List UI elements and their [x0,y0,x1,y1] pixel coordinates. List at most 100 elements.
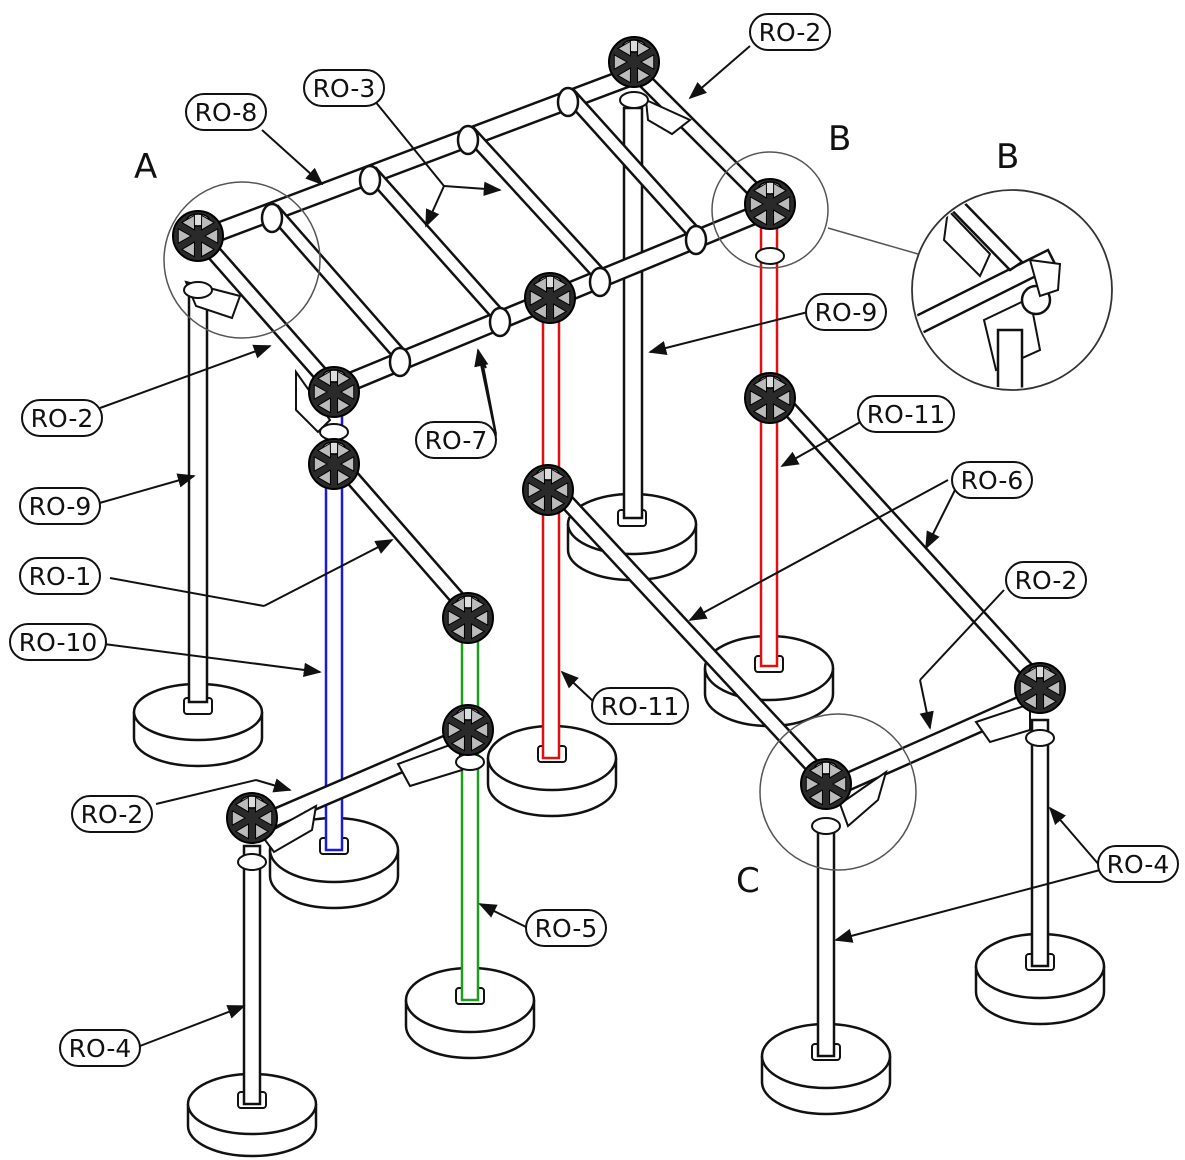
pole-front-center [816,824,836,1058]
leader-ro1-arrow [263,539,394,607]
ball-joint [744,372,796,424]
detail-b-enlarged [911,189,1113,391]
ball-joint [608,36,660,88]
leader-ro2-right [919,589,1005,681]
leader-ro9-right [648,311,809,356]
bracket-right-front [974,702,1031,744]
leader-ro9-left [95,473,196,505]
callout-label: RO-10 [19,628,98,657]
callout-ro5: RO-5 [525,909,607,947]
clamp [811,817,841,835]
clamp [319,423,349,441]
callout-ro11-right: RO-11 [857,395,955,433]
ball-joint [442,704,494,756]
tube-rung-2 [361,166,509,322]
ring [488,306,512,338]
ball-joint [172,210,224,262]
section-letters: A B B C [134,119,1019,901]
detail-leader-b [827,227,919,255]
callout-ro2-right: RO-2 [1005,561,1087,599]
leader-ro4-right-a [1048,806,1101,867]
bracket-rear [644,98,692,136]
detail-circles [163,151,919,871]
callout-label: RO-1 [29,562,92,591]
pole-red-center [541,308,561,760]
callout-label: RO-2 [759,18,822,47]
clamp [1025,729,1055,747]
leader-ro2-left [99,344,272,409]
leader-ro4-left [139,1005,246,1047]
leader-ro2-bottom-b [255,778,292,793]
leader-ro2-top [688,45,751,100]
ball-joint [522,464,574,516]
ball-joint [226,792,278,844]
ball-joint [308,438,360,490]
callout-label: RO-9 [815,298,878,327]
callout-label: RO-9 [29,492,92,521]
pole-red-right [759,224,779,668]
leader-ro11-right [780,419,865,467]
ring [456,124,480,156]
mount-brackets [183,91,1055,871]
ring [388,346,412,378]
leader-ro10 [103,643,322,678]
callout-label: RO-2 [81,800,144,829]
tube-lower-right [824,686,1046,800]
callout-ro9-left: RO-9 [19,487,101,525]
pole-left-back [187,290,209,704]
leader-ro5 [478,903,529,929]
callout-label: RO-2 [1015,566,1078,595]
section-label-a: A [134,147,157,187]
tube-mid-left-diagonal [334,460,474,614]
callout-ro10: RO-10 [9,623,107,661]
callout-label: RO-8 [195,98,258,127]
callout-label: RO-3 [313,74,376,103]
clamp [455,753,485,771]
section-label-b-detail: B [996,137,1019,177]
leader-ro2-bottom [155,779,257,805]
ball-joint [442,592,494,644]
bracket-c [838,769,888,828]
callout-ro8: RO-8 [185,93,267,131]
ball-joint [800,758,852,810]
pole-green [460,626,480,1002]
ball-joint [524,272,576,324]
ring [556,86,580,118]
ring [588,266,612,298]
bracket-lower-front-left [260,804,318,854]
callout-ro3: RO-3 [303,69,385,107]
pole-front-left [242,844,262,1106]
callout-ro11-mid: RO-11 [591,687,689,725]
callout-ro4-right: RO-4 [1097,845,1179,883]
ring [358,164,382,196]
detail-circle-c [759,713,917,871]
callout-ro6: RO-6 [951,461,1033,499]
leader-ro6-b [925,487,957,550]
leader-ro7-arrow [474,348,497,437]
tube-rings [260,86,708,378]
pole-right-front [1030,718,1050,968]
leader-ro3 [373,99,445,187]
leader-ro6-a [688,479,949,621]
section-label-b-top: B [828,119,851,159]
section-label-c: C [736,861,760,901]
callout-ro4-left: RO-4 [59,1029,141,1067]
ball-joint [1014,662,1066,714]
leader-lines [95,45,1101,1047]
callout-label: RO-6 [961,466,1024,495]
leader-ro3-a [443,181,502,197]
horizontal-tubes [196,66,1048,838]
ball-joint [744,178,796,230]
callout-label: RO-7 [425,426,488,455]
callout-ro2-top: RO-2 [749,13,831,51]
callout-label: RO-4 [1107,850,1170,879]
callout-ro9-right: RO-9 [805,293,887,331]
leader-ro4-right-b [834,869,1101,943]
callout-labels: RO-2RO-3RO-8RO-9RO-2RO-7RO-11RO-9RO-6RO-… [9,13,1179,1067]
clamp [755,247,785,265]
callout-ro1: RO-1 [19,557,101,595]
ball-joint [308,366,360,418]
callout-ro7: RO-7 [415,421,497,459]
ring [684,224,708,256]
